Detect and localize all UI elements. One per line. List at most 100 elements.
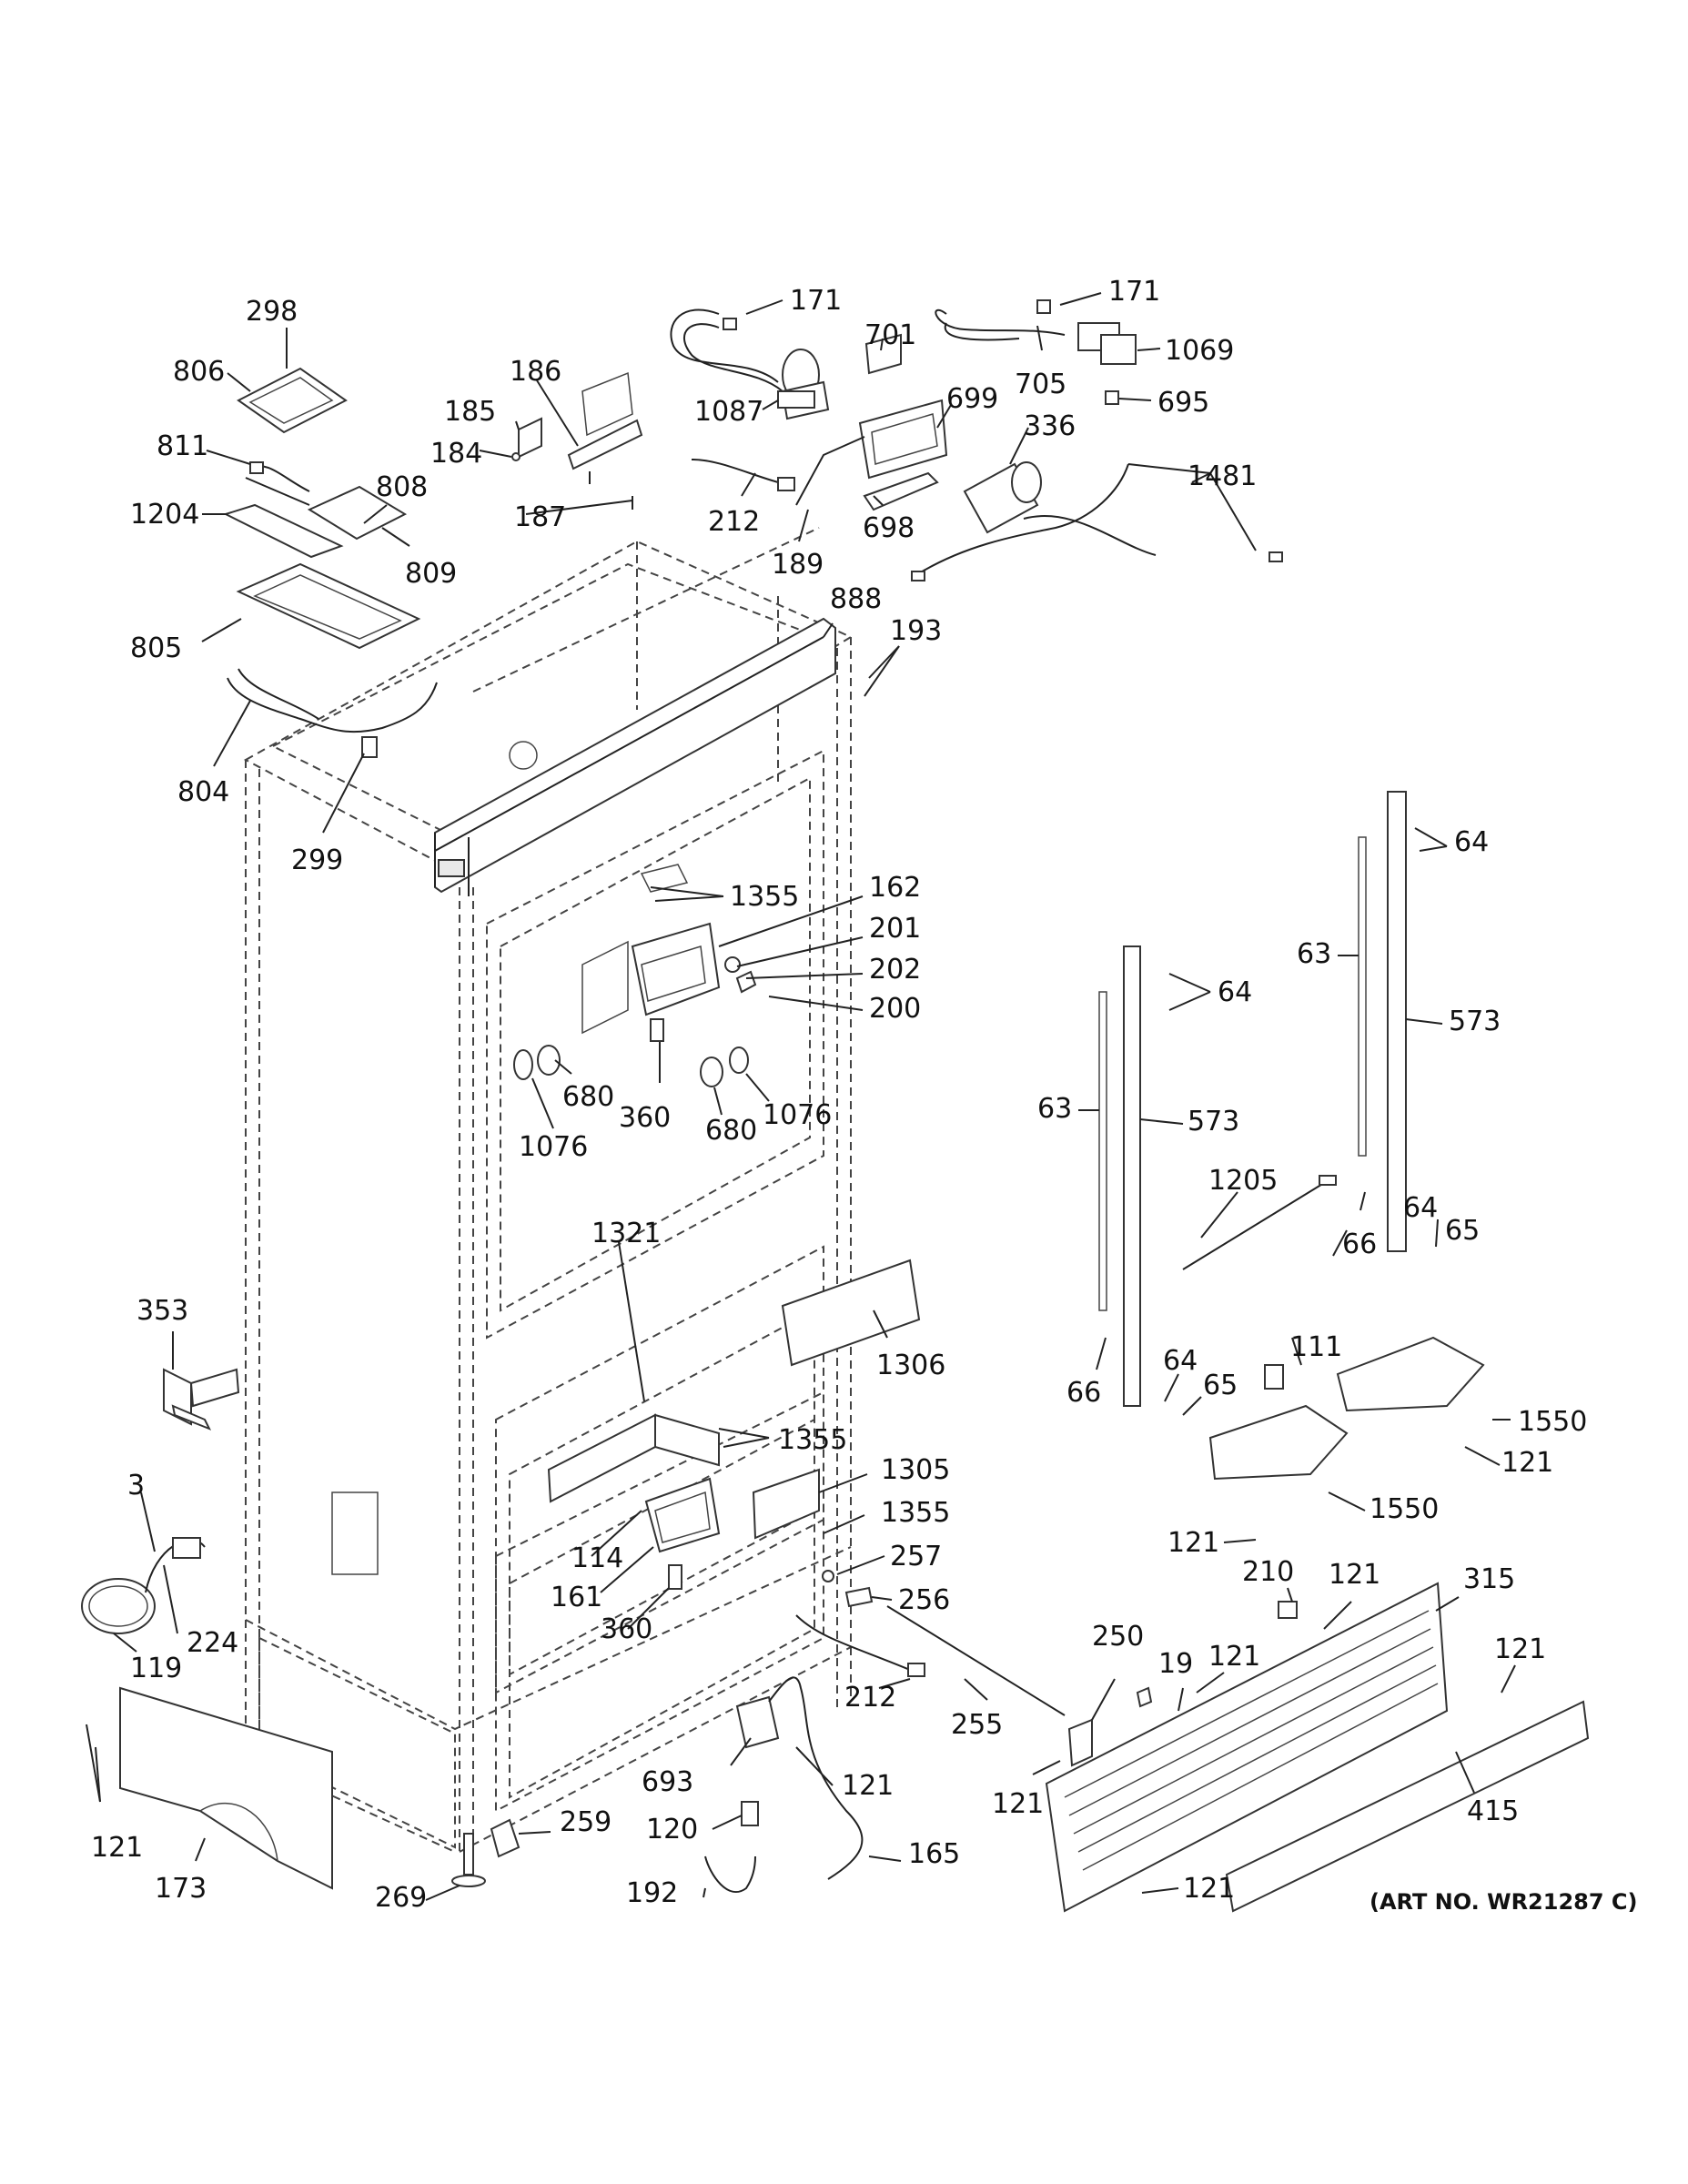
callout-693: 693 [642, 1766, 693, 1798]
callout-573-left: 573 [1188, 1106, 1239, 1138]
callout-64-right: 64 [1403, 1192, 1438, 1224]
callout-192: 192 [626, 1877, 678, 1909]
callout-165: 165 [908, 1838, 960, 1870]
callout-1305: 1305 [881, 1454, 950, 1486]
callout-805: 805 [130, 632, 182, 664]
callout-184: 184 [430, 438, 482, 470]
callout-1321: 1321 [591, 1218, 661, 1249]
callout-1204: 1204 [130, 499, 199, 531]
callout-119: 119 [130, 1653, 182, 1684]
callout-1550-upper: 1550 [1518, 1406, 1587, 1438]
callout-121-right-mid: 121 [1167, 1527, 1219, 1559]
callout-1550-lower: 1550 [1370, 1493, 1439, 1525]
water-valve-group [670, 299, 1137, 420]
callout-705: 705 [1015, 369, 1066, 400]
callout-269: 269 [375, 1882, 427, 1914]
callout-173: 173 [155, 1873, 207, 1905]
callout-161: 161 [551, 1582, 602, 1613]
callout-121-right-210: 121 [1329, 1559, 1380, 1591]
callout-63-left: 63 [1037, 1093, 1072, 1125]
callout-212-lower: 212 [844, 1682, 896, 1714]
callout-888: 888 [830, 583, 882, 615]
fan-housing-upper [513, 864, 757, 1087]
callout-255: 255 [951, 1709, 1003, 1741]
callout-187: 187 [514, 501, 566, 533]
callout-315: 315 [1463, 1563, 1515, 1595]
callout-labels: 298 806 811 1204 808 809 805 804 299 186… [91, 276, 1638, 1915]
bracket-group [511, 371, 643, 510]
callout-202: 202 [869, 954, 921, 986]
callout-1205: 1205 [1208, 1165, 1278, 1197]
callout-193: 193 [890, 615, 942, 647]
filter-harness-group [911, 461, 1283, 581]
kickplate-group [1045, 1582, 1590, 1913]
callout-64-lower: 64 [1163, 1345, 1198, 1377]
callout-1076-right: 1076 [763, 1099, 832, 1131]
callout-171-right: 171 [1108, 276, 1160, 308]
callout-1355-upper: 1355 [730, 881, 799, 913]
callout-120: 120 [646, 1814, 698, 1845]
callout-699: 699 [946, 383, 998, 415]
callout-698: 698 [863, 512, 915, 544]
callout-121-250: 121 [992, 1788, 1044, 1820]
bottom-middle-group [451, 1605, 1066, 1894]
callout-680-left: 680 [562, 1081, 614, 1113]
callout-171-left: 171 [790, 285, 842, 317]
callout-808: 808 [376, 471, 428, 503]
callout-1087: 1087 [694, 396, 763, 428]
callout-189: 189 [772, 549, 824, 581]
callout-3: 3 [127, 1470, 145, 1502]
left-parts-group [81, 1368, 333, 1890]
art-number: (ART NO. WR21287 C) [1370, 1889, 1638, 1915]
callout-573-right: 573 [1449, 1006, 1501, 1037]
duct-lower-group [547, 1259, 921, 1608]
callout-360-lower: 360 [601, 1613, 652, 1645]
callout-121-kick-right: 121 [1494, 1633, 1546, 1665]
callout-336: 336 [1024, 410, 1076, 442]
callout-811: 811 [157, 430, 208, 462]
shelf-support-group [1098, 791, 1485, 1619]
callout-298: 298 [246, 296, 298, 328]
callout-64-middle: 64 [1218, 976, 1252, 1008]
callout-121-19: 121 [1208, 1641, 1260, 1673]
callout-299: 299 [291, 844, 343, 876]
callout-162: 162 [869, 872, 921, 904]
callout-200: 200 [869, 993, 921, 1025]
callout-121-middle: 121 [842, 1770, 894, 1802]
callout-360-upper: 360 [619, 1102, 671, 1134]
callout-64-top: 64 [1454, 826, 1489, 858]
duct-bracket-group [691, 399, 948, 511]
callout-185: 185 [444, 396, 496, 428]
callout-212-upper: 212 [708, 506, 760, 538]
electronics-group [223, 367, 438, 758]
callout-695: 695 [1157, 387, 1209, 419]
callout-1355-lower: 1355 [881, 1497, 950, 1529]
callout-256: 256 [898, 1584, 950, 1616]
callout-66-right: 66 [1342, 1228, 1377, 1260]
callout-201: 201 [869, 913, 921, 945]
callout-259: 259 [560, 1806, 612, 1838]
callout-415: 415 [1467, 1795, 1519, 1827]
callout-809: 809 [405, 558, 457, 590]
callout-19: 19 [1158, 1648, 1193, 1680]
refrigerator-cabinet [243, 527, 854, 1853]
callout-121-left: 121 [91, 1832, 143, 1864]
callout-1076-left: 1076 [519, 1131, 588, 1163]
callout-353: 353 [136, 1295, 188, 1327]
callout-65-right: 65 [1445, 1215, 1480, 1247]
callout-121-bottom: 121 [1183, 1873, 1235, 1905]
callout-66-left: 66 [1066, 1377, 1101, 1409]
callout-210: 210 [1242, 1556, 1294, 1588]
callout-680-right: 680 [705, 1115, 757, 1147]
leader-lines [86, 292, 1516, 1901]
callout-1355-middle: 1355 [778, 1424, 847, 1456]
callout-1069: 1069 [1165, 335, 1234, 367]
callout-1481: 1481 [1188, 460, 1257, 492]
callout-114: 114 [571, 1542, 623, 1574]
callout-701: 701 [864, 319, 916, 351]
callout-224: 224 [187, 1627, 238, 1659]
callout-111: 111 [1290, 1331, 1342, 1363]
callout-1306: 1306 [876, 1350, 945, 1381]
callout-257: 257 [890, 1541, 942, 1572]
